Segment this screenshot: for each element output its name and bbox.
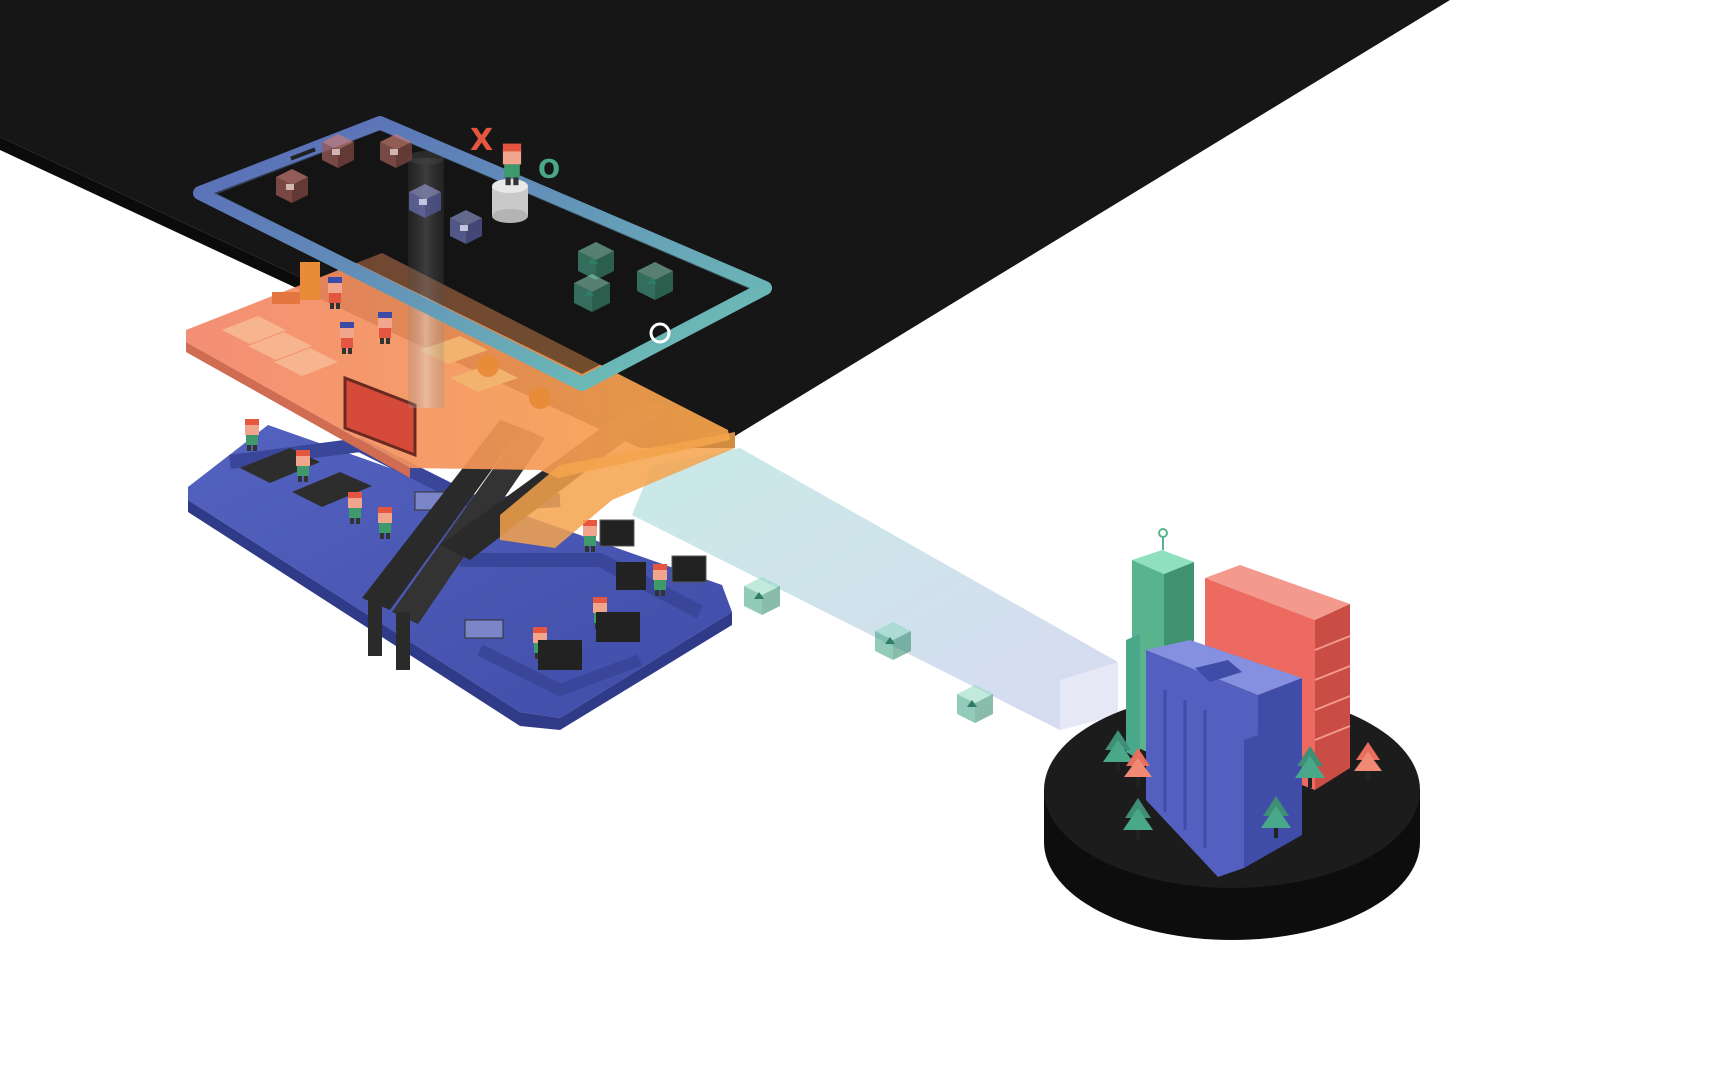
robot-figure <box>477 355 499 377</box>
camera-device <box>616 562 646 590</box>
robot-figure <box>529 387 551 409</box>
alert-screen <box>343 375 417 458</box>
monitor-screen <box>599 519 635 547</box>
pedestal <box>492 179 528 223</box>
cart <box>464 619 504 639</box>
dark-floor <box>0 0 1450 436</box>
phone-screen-layer <box>193 116 772 391</box>
speaker <box>300 262 320 300</box>
home-button-icon <box>649 322 671 344</box>
orange-logic-layer <box>186 253 735 548</box>
camera-device <box>538 640 582 670</box>
camera-device <box>596 612 640 642</box>
x-mark: X <box>470 123 493 158</box>
data-beam <box>632 448 1118 730</box>
monitor-screen <box>671 555 707 583</box>
o-mark: O <box>538 155 560 185</box>
data-beam-side <box>1060 662 1118 730</box>
blue-base-layer <box>188 419 732 730</box>
speaker-slot <box>290 147 316 161</box>
bookshelf <box>272 292 300 304</box>
skyscraper-icon <box>1146 640 1302 877</box>
